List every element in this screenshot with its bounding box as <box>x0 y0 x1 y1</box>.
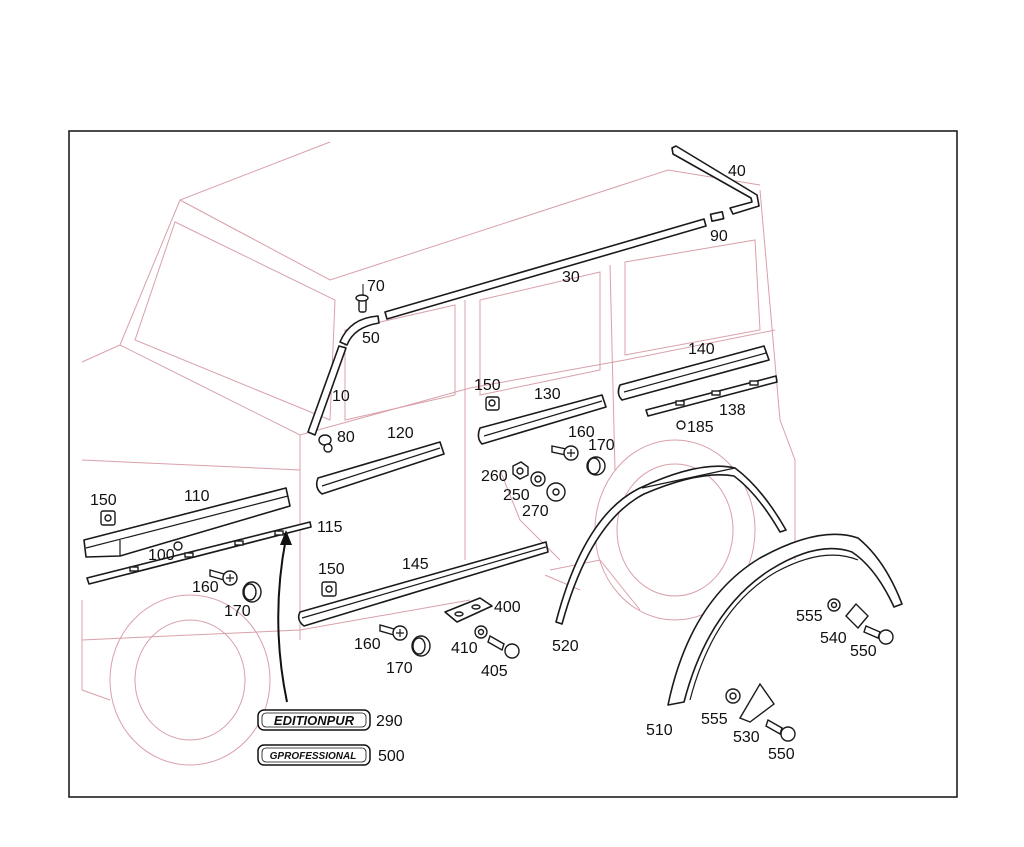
badge-editionpur: EDITIONPUR <box>257 709 371 731</box>
bolt-550-upper <box>863 625 894 645</box>
callout-170-upper: 170 <box>588 437 615 454</box>
screw-160-lower <box>379 624 408 641</box>
callout-500: 500 <box>378 748 405 765</box>
bolt-405 <box>487 634 520 659</box>
callout-185: 185 <box>687 419 714 436</box>
bolt-550-lower <box>765 718 796 742</box>
cap-170-upper <box>586 456 606 476</box>
washer-250 <box>530 471 546 487</box>
sill-moulding <box>297 541 549 627</box>
badge-gprofessional-text: GPROFESSIONAL <box>270 751 357 762</box>
bracket-400 <box>444 597 493 623</box>
rear-quarter-strip <box>645 375 778 417</box>
callout-140: 140 <box>688 341 715 358</box>
callout-30: 30 <box>562 269 580 286</box>
clip-150-upper-hole <box>488 399 496 407</box>
washer-270 <box>546 482 566 502</box>
cap-170-lower <box>411 635 431 657</box>
callout-405: 405 <box>481 663 508 680</box>
plate-540 <box>845 602 869 630</box>
callout-40: 40 <box>728 163 746 180</box>
callout-250: 250 <box>503 487 530 504</box>
callout-520: 520 <box>552 638 579 655</box>
callout-550-lower: 550 <box>768 746 795 763</box>
washer-555-upper <box>827 598 841 612</box>
roof-trim-clip <box>709 211 725 222</box>
badge-gprofessional: GPROFESSIONAL <box>257 744 371 766</box>
callout-550-upper: 550 <box>850 643 877 660</box>
clip-185 <box>676 420 686 430</box>
clip-100 <box>173 541 183 551</box>
trim-pin <box>355 294 369 313</box>
vehicle-body-outline <box>81 141 796 766</box>
washer-555-lower <box>725 688 741 704</box>
callout-555-lower: 555 <box>701 711 728 728</box>
wheel-arch-liner <box>555 465 787 625</box>
callout-170-lower: 170 <box>386 660 413 677</box>
callout-555-upper: 555 <box>796 608 823 625</box>
callout-110: 110 <box>184 488 210 505</box>
callout-400: 400 <box>494 599 521 616</box>
callout-115: 115 <box>317 519 343 536</box>
callout-150-lower: 150 <box>318 561 345 578</box>
callout-138: 138 <box>719 402 746 419</box>
rear-roof-trim <box>671 145 760 215</box>
callout-260: 260 <box>481 468 508 485</box>
callout-160-lower: 160 <box>354 636 381 653</box>
a-pillar-trim <box>307 345 347 436</box>
clip-150-left-hole <box>104 514 112 522</box>
callout-530: 530 <box>733 729 760 746</box>
roof-rail-trim <box>384 218 707 320</box>
arrow-to-strip <box>277 530 292 703</box>
front-fender-moulding <box>83 487 291 558</box>
plate-530 <box>738 682 775 723</box>
callout-145: 145 <box>402 556 429 573</box>
callout-510: 510 <box>646 722 673 739</box>
callout-290: 290 <box>376 713 403 730</box>
nut-260 <box>512 461 529 480</box>
callout-labels: 40 90 30 70 50 10 80 120 150 130 140 138… <box>90 163 877 765</box>
screw-160-left <box>209 569 238 586</box>
callout-150-left: 150 <box>90 492 117 509</box>
badge-editionpur-text: EDITIONPUR <box>274 713 355 728</box>
callout-70: 70 <box>367 278 385 295</box>
callout-100: 100 <box>148 547 175 564</box>
rear-door-moulding <box>477 394 607 445</box>
wheel-arch-flare <box>667 533 903 706</box>
callout-540: 540 <box>820 630 847 647</box>
front-fender-strip <box>86 521 312 585</box>
a-pillar-elbow-trim <box>339 315 380 346</box>
a-pillar-clip <box>318 434 333 453</box>
callout-130: 130 <box>534 386 561 403</box>
front-door-moulding <box>315 441 445 495</box>
cap-170-left <box>242 581 262 603</box>
clip-150-lower-hole <box>325 585 333 593</box>
diagram-frame <box>68 130 958 798</box>
callout-160-left: 160 <box>192 579 219 596</box>
callout-270: 270 <box>522 503 549 520</box>
callout-160-upper: 160 <box>568 424 595 441</box>
callout-90: 90 <box>710 228 728 245</box>
callout-170-left: 170 <box>224 603 251 620</box>
screw-160-upper <box>551 445 579 461</box>
callout-410: 410 <box>451 640 478 657</box>
rear-quarter-moulding <box>617 345 770 401</box>
callout-50: 50 <box>362 330 380 347</box>
callout-80: 80 <box>337 429 355 446</box>
callout-150-upper: 150 <box>474 377 501 394</box>
callout-120: 120 <box>387 425 414 442</box>
callout-10: 10 <box>332 388 350 405</box>
washer-410 <box>474 625 488 639</box>
